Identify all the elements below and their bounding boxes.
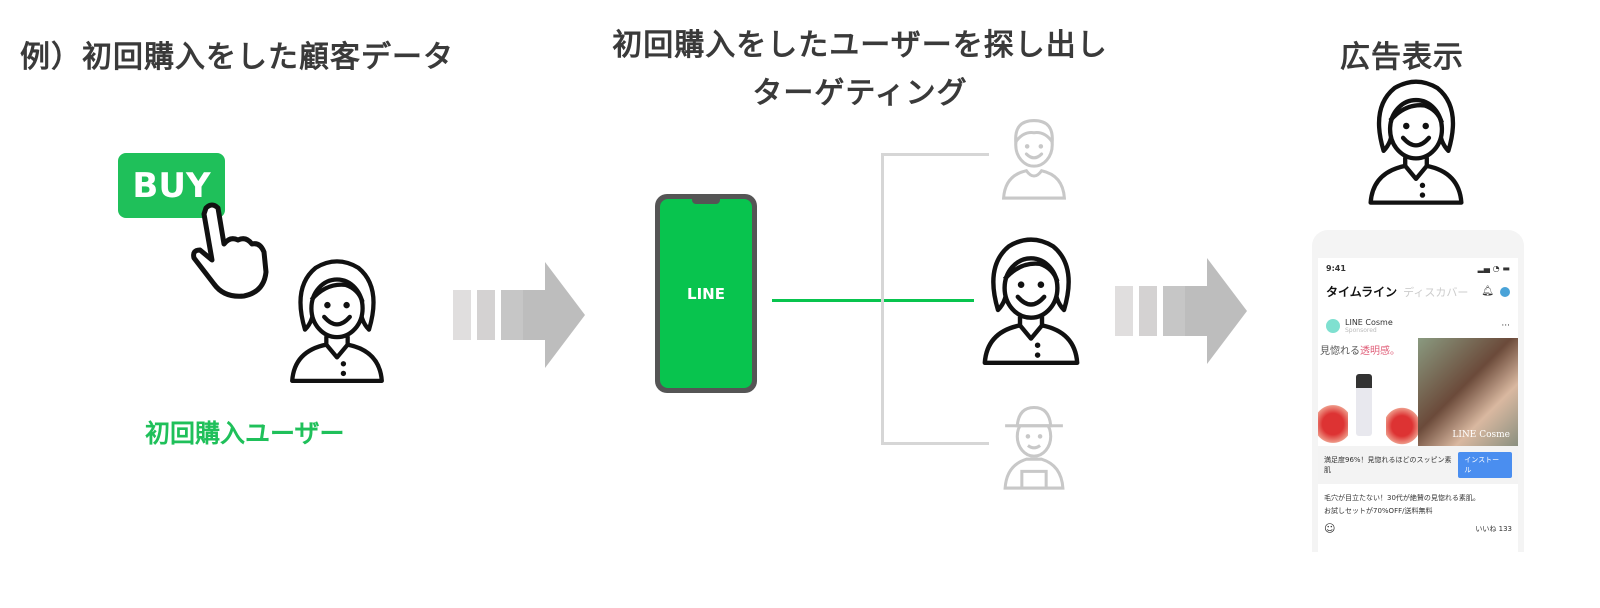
serum-bottle	[1356, 374, 1372, 436]
flower-left	[1318, 402, 1348, 446]
profile-avatar[interactable]	[1500, 286, 1510, 297]
headline-prefix: 見惚れる	[1320, 346, 1360, 357]
pointing-hand-icon	[191, 202, 269, 299]
man-icon-gray	[996, 108, 1072, 200]
ad-body-line2: お試しセットが70%OFF/送料無料	[1324, 507, 1433, 515]
model-photo: LINE Cosme	[1418, 338, 1518, 446]
image-brand: LINE Cosme	[1452, 430, 1510, 440]
tab-discover[interactable]: ディスカバー	[1403, 285, 1469, 299]
ad-image[interactable]: 見惚れる透明感。 LINE Cosme	[1318, 338, 1518, 446]
status-icons: ▂▄ ◔ ▬	[1477, 264, 1510, 273]
flow-arrow-1-icon	[453, 262, 585, 368]
line-phone: LINE	[655, 194, 757, 393]
line-app-label: LINE	[687, 284, 725, 303]
tab-timeline[interactable]: タイムライン	[1326, 285, 1398, 299]
bracket-bottom	[881, 442, 989, 445]
ad-viewer-woman-icon	[1362, 74, 1470, 206]
flower-right	[1386, 406, 1418, 446]
bracket-top	[881, 153, 989, 156]
flow-arrow-2-icon	[1115, 258, 1247, 364]
sponsored-label: Sponsored	[1345, 327, 1377, 334]
install-button[interactable]: インストール	[1458, 452, 1512, 478]
account-name: LINE Cosme	[1345, 318, 1393, 327]
ad-body-line1: 毛穴が目立たない！30代が絶賛の見惚れる素肌。	[1324, 494, 1480, 502]
line-timeline-ad-mock: 9:41 ▂▄ ◔ ▬ タイムライン ディスカバー 🔔︎ LINE Cosme …	[1312, 230, 1524, 552]
first-buyer-label: 初回購入ユーザー	[145, 419, 345, 448]
middle-title-line1: 初回購入をしたユーザーを探し出し	[612, 28, 1108, 63]
bell-icon[interactable]: 🔔︎	[1481, 286, 1494, 297]
headline-accent: 透明感。	[1360, 346, 1400, 357]
middle-title-line2: ターゲティング	[752, 76, 968, 111]
more-icon[interactable]: ···	[1501, 321, 1510, 331]
right-title: 広告表示	[1340, 40, 1464, 75]
status-time: 9:41	[1326, 264, 1346, 273]
bracket-vertical	[881, 153, 884, 445]
likes-count[interactable]: いいね 133	[1475, 524, 1512, 533]
target-woman-icon	[976, 232, 1086, 366]
worker-icon-gray	[996, 398, 1072, 490]
cta-text: 満足度96%！見惚れるほどのスッピン素肌	[1324, 456, 1452, 474]
middle-title: 初回購入をしたユーザーを探し出し ターゲティング	[560, 20, 1160, 112]
first-buyer-woman-icon	[282, 255, 392, 383]
target-connector-line	[772, 299, 974, 302]
buy-button-illustration: BUY	[118, 153, 225, 218]
left-title: 例）初回購入をした顧客データ	[20, 40, 454, 75]
smiley-icon[interactable]: ☺	[1324, 522, 1336, 535]
account-avatar	[1326, 319, 1340, 333]
